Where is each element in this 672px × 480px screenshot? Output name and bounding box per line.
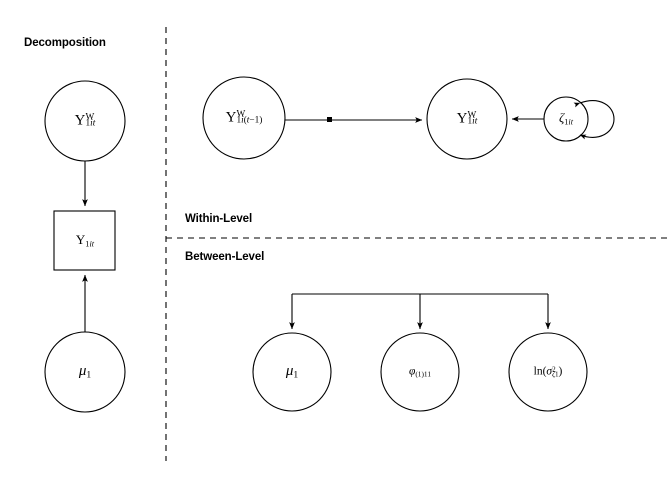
label-between-autoregressive: φ(1)11 <box>408 365 432 379</box>
edge-autoregression-marker <box>327 117 332 122</box>
node-within-current <box>426 78 508 160</box>
node-between-autoregressive <box>380 332 460 412</box>
label-between-mean: μ1 <box>285 362 299 381</box>
label-between-level: Between-Level <box>185 251 265 263</box>
edge-residual-variance-loop <box>573 100 615 140</box>
node-between-log-variance <box>508 332 588 412</box>
label-within-residual: ζ1it <box>558 110 574 127</box>
label-within-level: Within-Level <box>185 213 253 225</box>
node-within-lagged <box>202 76 286 160</box>
label-decomposition: Decomposition <box>24 37 106 49</box>
node-decomp-observed <box>53 210 116 271</box>
node-between-mean <box>252 332 332 412</box>
label-decomp-mean: μ1 <box>78 362 92 381</box>
label-decomp-observed: Y1it <box>75 232 95 249</box>
